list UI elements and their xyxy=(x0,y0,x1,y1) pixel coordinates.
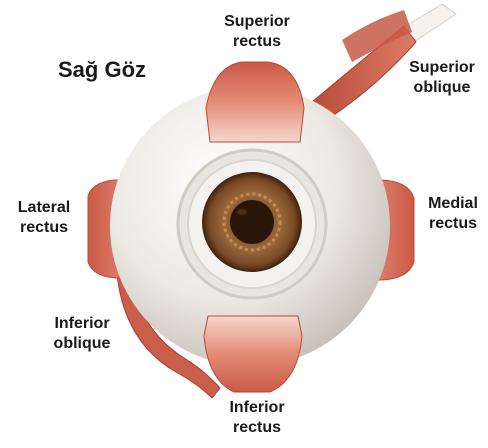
pupil-highlight xyxy=(237,209,247,215)
label-superior-rectus-line2: rectus xyxy=(212,32,302,52)
pupil xyxy=(230,200,274,244)
label-medial-rectus-line1: Medial xyxy=(418,194,488,214)
superior-rectus-muscle xyxy=(206,62,304,142)
label-superior-oblique-line1: Superior xyxy=(398,58,486,78)
label-medial-rectus-line2: rectus xyxy=(418,214,488,234)
label-superior-rectus-line1: Superior xyxy=(212,12,302,32)
label-inferior-rectus-line2: rectus xyxy=(212,418,302,438)
label-lateral-rectus-line1: Lateral xyxy=(4,198,84,218)
label-superior-rectus: Superior rectus xyxy=(212,12,302,52)
label-inferior-oblique-line1: Inferior xyxy=(42,314,122,334)
label-inferior-oblique: Inferior oblique xyxy=(42,314,122,354)
diagram-title: Sağ Göz xyxy=(58,57,146,83)
label-inferior-oblique-line2: oblique xyxy=(42,334,122,354)
label-inferior-rectus-line1: Inferior xyxy=(212,398,302,418)
inferior-rectus-muscle xyxy=(204,316,302,392)
label-lateral-rectus-line2: rectus xyxy=(4,218,84,238)
label-medial-rectus: Medial rectus xyxy=(418,194,488,234)
label-lateral-rectus: Lateral rectus xyxy=(4,198,84,238)
label-superior-oblique: Superior oblique xyxy=(398,58,486,98)
label-inferior-rectus: Inferior rectus xyxy=(212,398,302,438)
label-superior-oblique-line2: oblique xyxy=(398,78,486,98)
